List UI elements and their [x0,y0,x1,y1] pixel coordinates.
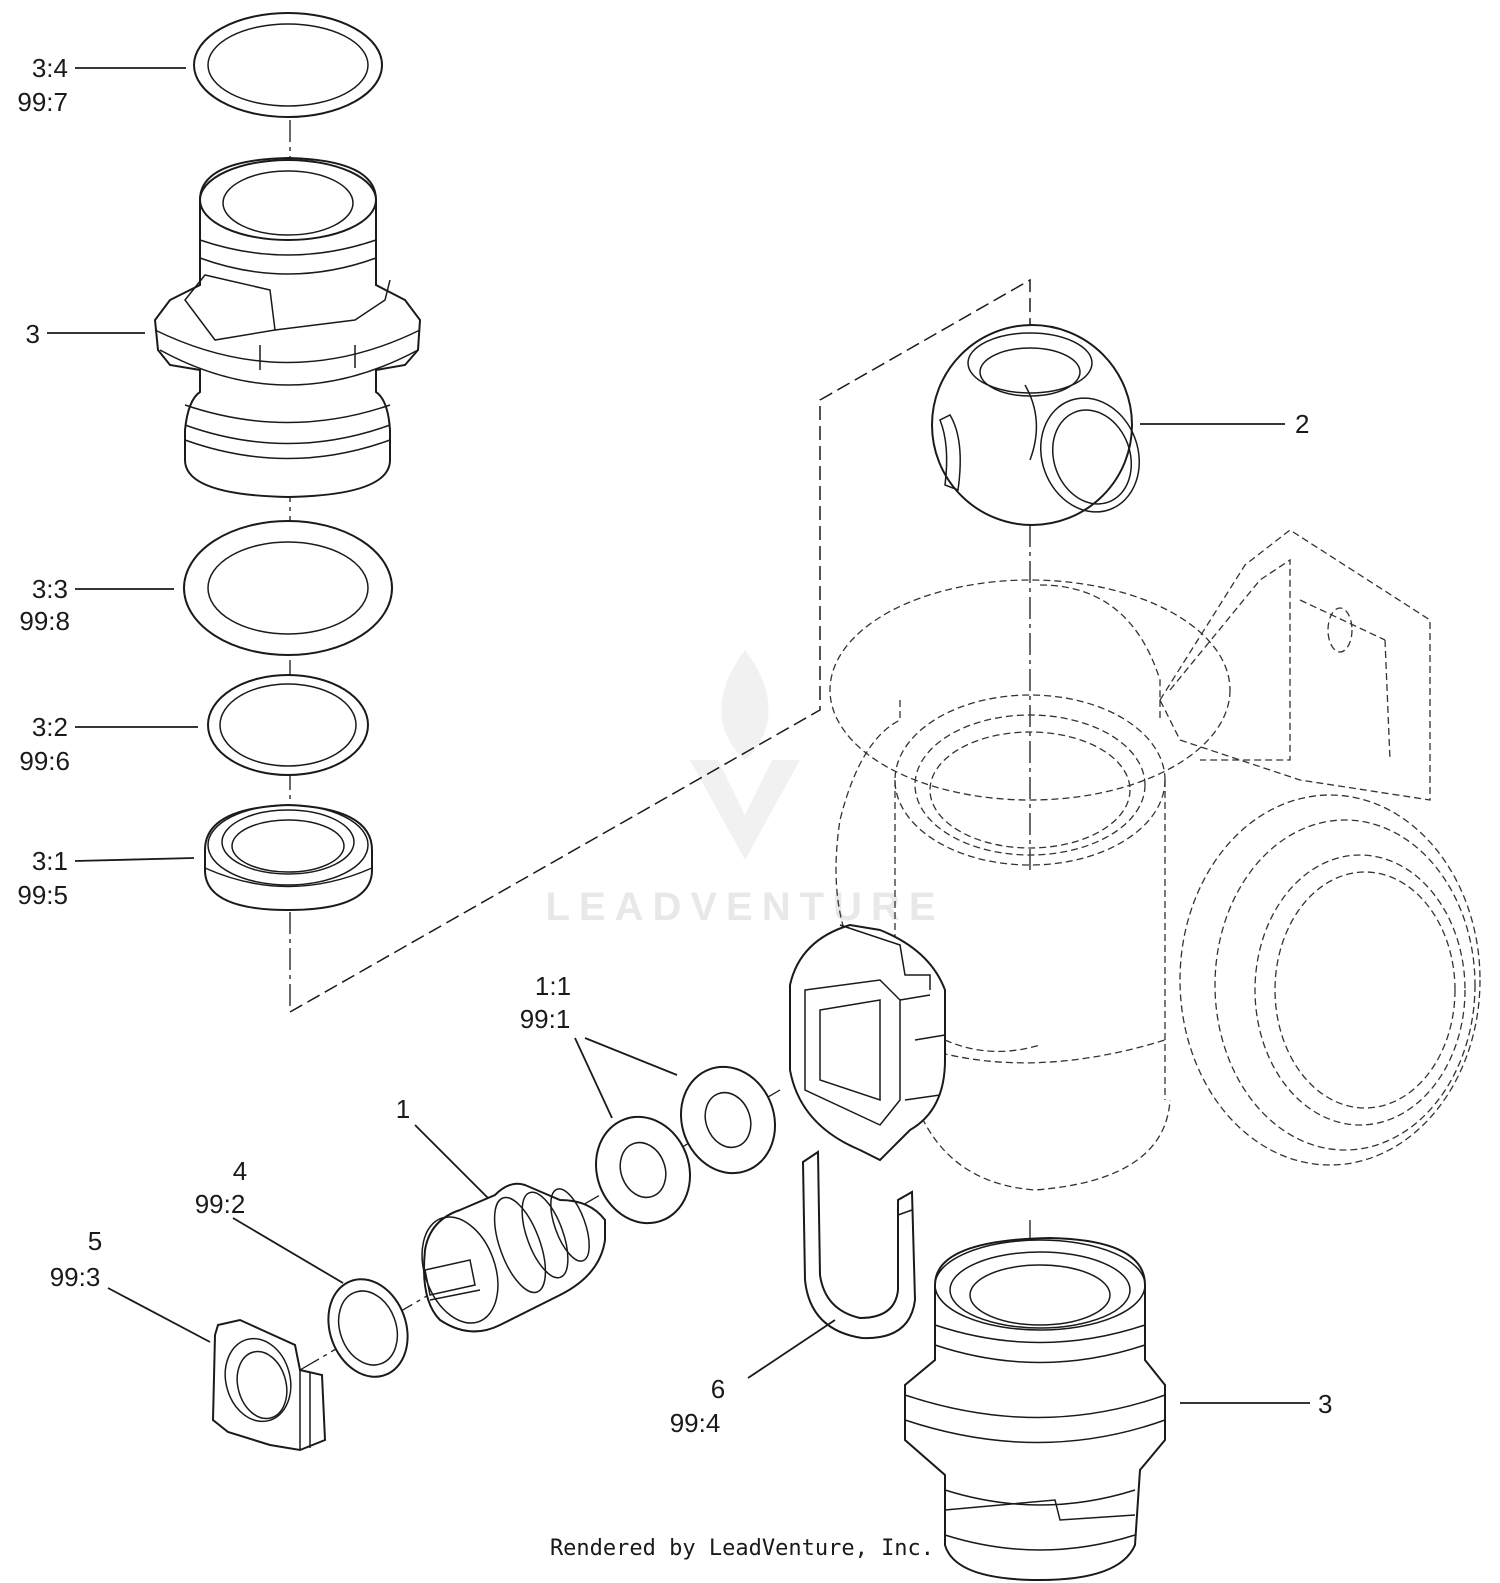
callout-3-1: 3:1 [32,846,68,876]
callout-1-1: 1:1 [535,971,571,1001]
part-ball-2 [931,324,1141,526]
part-fitting-3-bottom [904,1236,1166,1582]
part-adapter-5 [211,1318,327,1452]
callout-99-4: 99:4 [670,1408,721,1438]
callout-99-2: 99:2 [195,1189,246,1219]
part-washer-4 [327,1278,409,1378]
part-washer-1-1-a [679,1065,777,1175]
callout-3-bottom: 3 [1318,1389,1332,1419]
callout-6: 6 [711,1374,725,1404]
part-seat-3-1 [204,803,373,912]
callout-5: 5 [88,1226,102,1256]
callout-99-7: 99:7 [17,87,68,117]
callout-99-8: 99:8 [19,606,70,636]
render-credit: Rendered by LeadVenture, Inc. [550,1536,934,1561]
callout-3-2: 3:2 [32,712,68,742]
part-fitting-3-top [153,156,422,499]
callout-3-4: 3:4 [32,53,68,83]
leader-lines [47,67,1310,1404]
callout-99-3: 99:3 [50,1262,101,1292]
alignment-dashed-path [289,278,1031,1013]
callout-2: 2 [1295,409,1309,439]
callout-3-top: 3 [26,319,40,349]
callout-1: 1 [396,1094,410,1124]
watermark-logo [690,650,800,860]
part-oring-3-4 [193,12,383,118]
callout-3-3: 3:3 [32,574,68,604]
watermark-text: LEADVENTURE [545,885,944,929]
part-clip-6 [801,1150,917,1340]
part-valve-body [789,529,1481,1191]
callout-99-5: 99:5 [17,880,68,910]
callout-4: 4 [233,1156,247,1186]
callout-99-6: 99:6 [19,746,70,776]
part-washer-1-1-b [594,1115,692,1225]
part-oring-3-3 [183,520,393,656]
part-oring-3-2 [207,674,369,776]
callout-99-1: 99:1 [520,1004,571,1034]
part-stem-1 [421,1182,606,1333]
